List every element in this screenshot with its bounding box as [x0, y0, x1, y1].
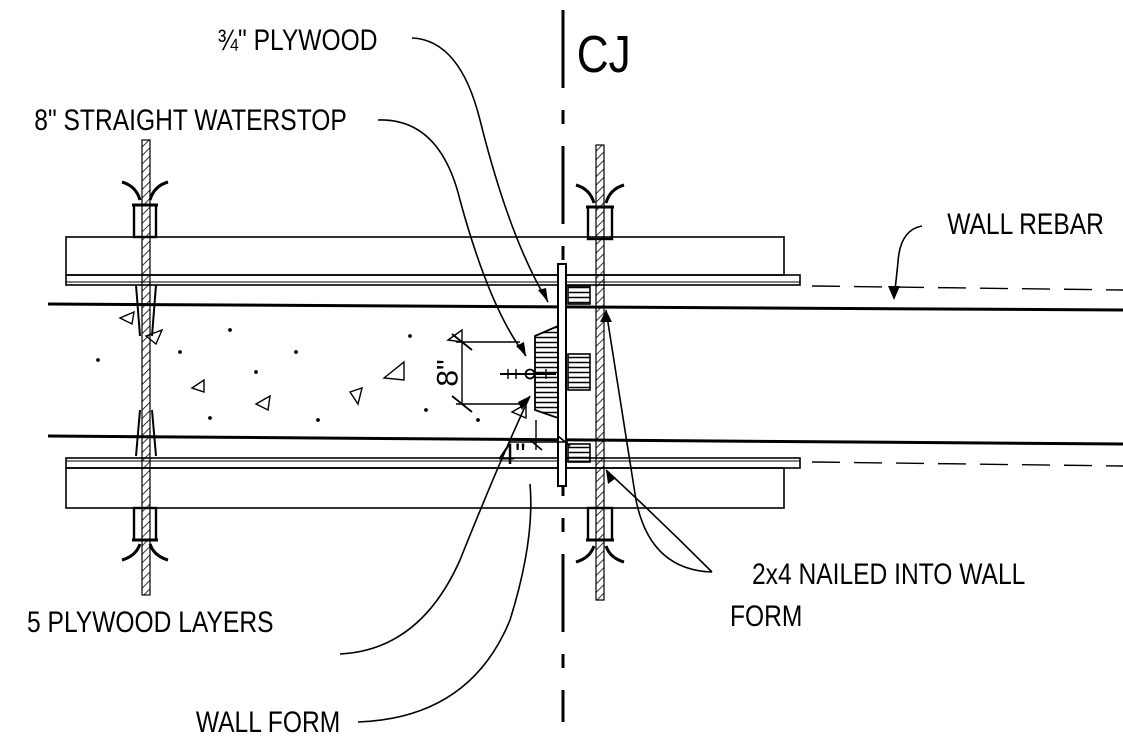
form-tie-left: [121, 139, 169, 596]
label-three-quarter-plywood: ¾" PLYWOOD: [218, 23, 378, 57]
two-by-four-blocks: [567, 285, 591, 463]
form-tie-right: [575, 144, 625, 601]
label-cj: CJ: [577, 26, 631, 84]
leader-arrowheads: [516, 286, 900, 484]
waterstop: [500, 368, 556, 380]
label-wall-rebar: WALL REBAR: [947, 207, 1104, 241]
wall-face-bottom: [47, 434, 1123, 446]
wall-form-bottom: [65, 457, 801, 509]
label-wall-form: WALL FORM: [196, 705, 340, 739]
leader-lines: [339, 37, 923, 723]
wall-form-top: [65, 236, 801, 286]
form-dashed-bottom: [811, 461, 1123, 467]
dimension-8-inch: 8": [432, 359, 465, 386]
concrete-aggregate: [96, 310, 527, 422]
label-nailed-2x4-line1: 2x4 NAILED INTO WALL: [752, 557, 1025, 591]
label-straight-waterstop: 8" STRAIGHT WATERSTOP: [34, 103, 347, 137]
label-nailed-2x4-line2: FORM: [730, 599, 802, 633]
label-plywood-layers: 5 PLYWOOD LAYERS: [27, 605, 273, 639]
wall-face-top: [47, 302, 1123, 312]
plywood-bulkhead: [557, 263, 567, 487]
form-dashed-top: [811, 285, 1123, 291]
dimension-4-inch: 4": [498, 438, 525, 471]
